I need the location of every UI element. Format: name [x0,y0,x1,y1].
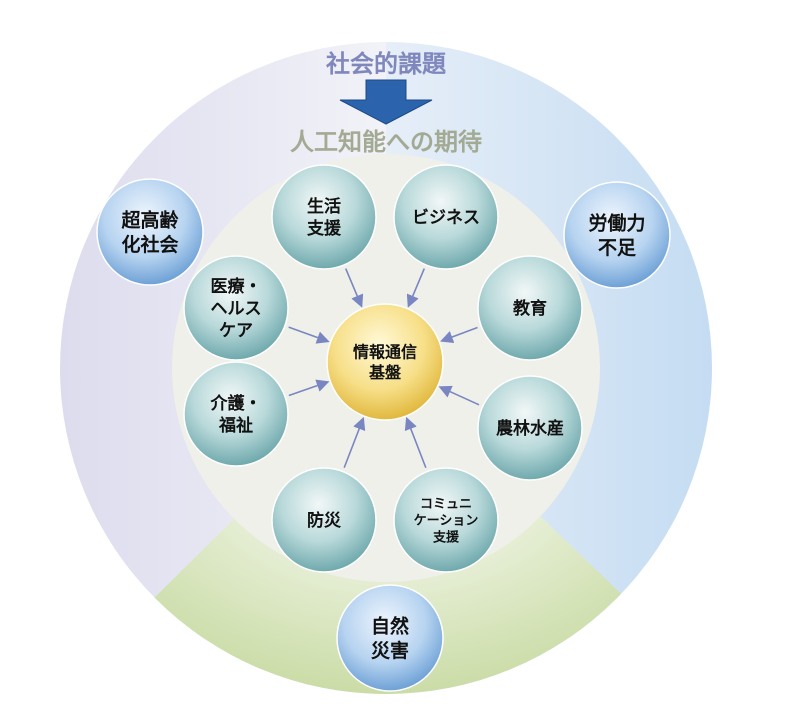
field-agriculture-circle [477,375,583,481]
issue-labor-shortage-label: 不足 [598,237,637,259]
field-disaster-prevention: 防災 [271,467,377,573]
field-communication-support-circle [393,467,499,573]
field-nursing-welfare-circle [183,361,289,467]
connector-arrow [440,326,478,344]
issue-aging-society-label: 超高齢 [120,208,179,231]
issue-labor-shortage-circle [563,181,671,289]
field-medical-healthcare-label: ケア [219,321,253,341]
field-nursing-welfare-label: 介護・ [210,393,262,414]
connector-arrow [343,416,366,469]
field-communication-support-label: コミュニ [420,497,472,512]
field-business: ビジネス [393,164,499,270]
issue-aging-society-label: 化社会 [121,233,178,256]
expectation-title: 人工知能への期待 [290,128,482,156]
field-agriculture: 農林水産 [477,375,583,481]
connector-arrow [438,385,480,406]
connector-arrow [404,416,427,469]
field-disaster-prevention-circle [271,467,377,573]
field-business-circle [393,164,499,270]
center-ict-infrastructure-label: 基盤 [368,363,402,382]
field-life-support-circle [271,164,377,270]
field-nursing-welfare: 介護・福祉 [183,361,289,467]
field-disaster-prevention-label: 防災 [307,510,342,531]
center-ict-infrastructure-circle [326,303,444,421]
center-ict-infrastructure-label: 情報通信 [353,342,417,361]
issue-natural-disaster-label: 自然 [371,614,409,637]
field-communication-support-label: ケーション [414,514,479,529]
field-life-support-label: 支援 [307,218,342,239]
field-education-label: 教育 [512,298,547,319]
issue-labor-shortage-label: 労働力 [588,211,645,234]
connector-arrow [344,268,364,308]
connector-arrow [406,268,426,308]
issue-aging-society-circle [96,178,204,286]
connector-arrow [288,326,330,344]
field-medical-healthcare-label: 医療・ [211,276,262,297]
field-education: 教育 [477,255,583,361]
field-business-label: ビジネス [412,208,480,228]
issue-natural-disaster-circle [336,584,444,692]
field-agriculture-label: 農林水産 [496,418,564,439]
field-education-circle [477,255,583,361]
issue-natural-disaster-label: 災害 [371,639,409,662]
connector-arrow [288,379,330,397]
down-arrow-icon [339,79,433,125]
challenge-title: 社会的課題 [326,50,447,78]
field-communication-support-label: 支援 [432,530,460,546]
field-nursing-welfare-label: 福祉 [218,415,253,436]
field-life-support-label: 生活 [307,196,341,217]
field-medical-healthcare-circle [183,255,289,361]
field-medical-healthcare-label: ヘルス [211,299,262,319]
